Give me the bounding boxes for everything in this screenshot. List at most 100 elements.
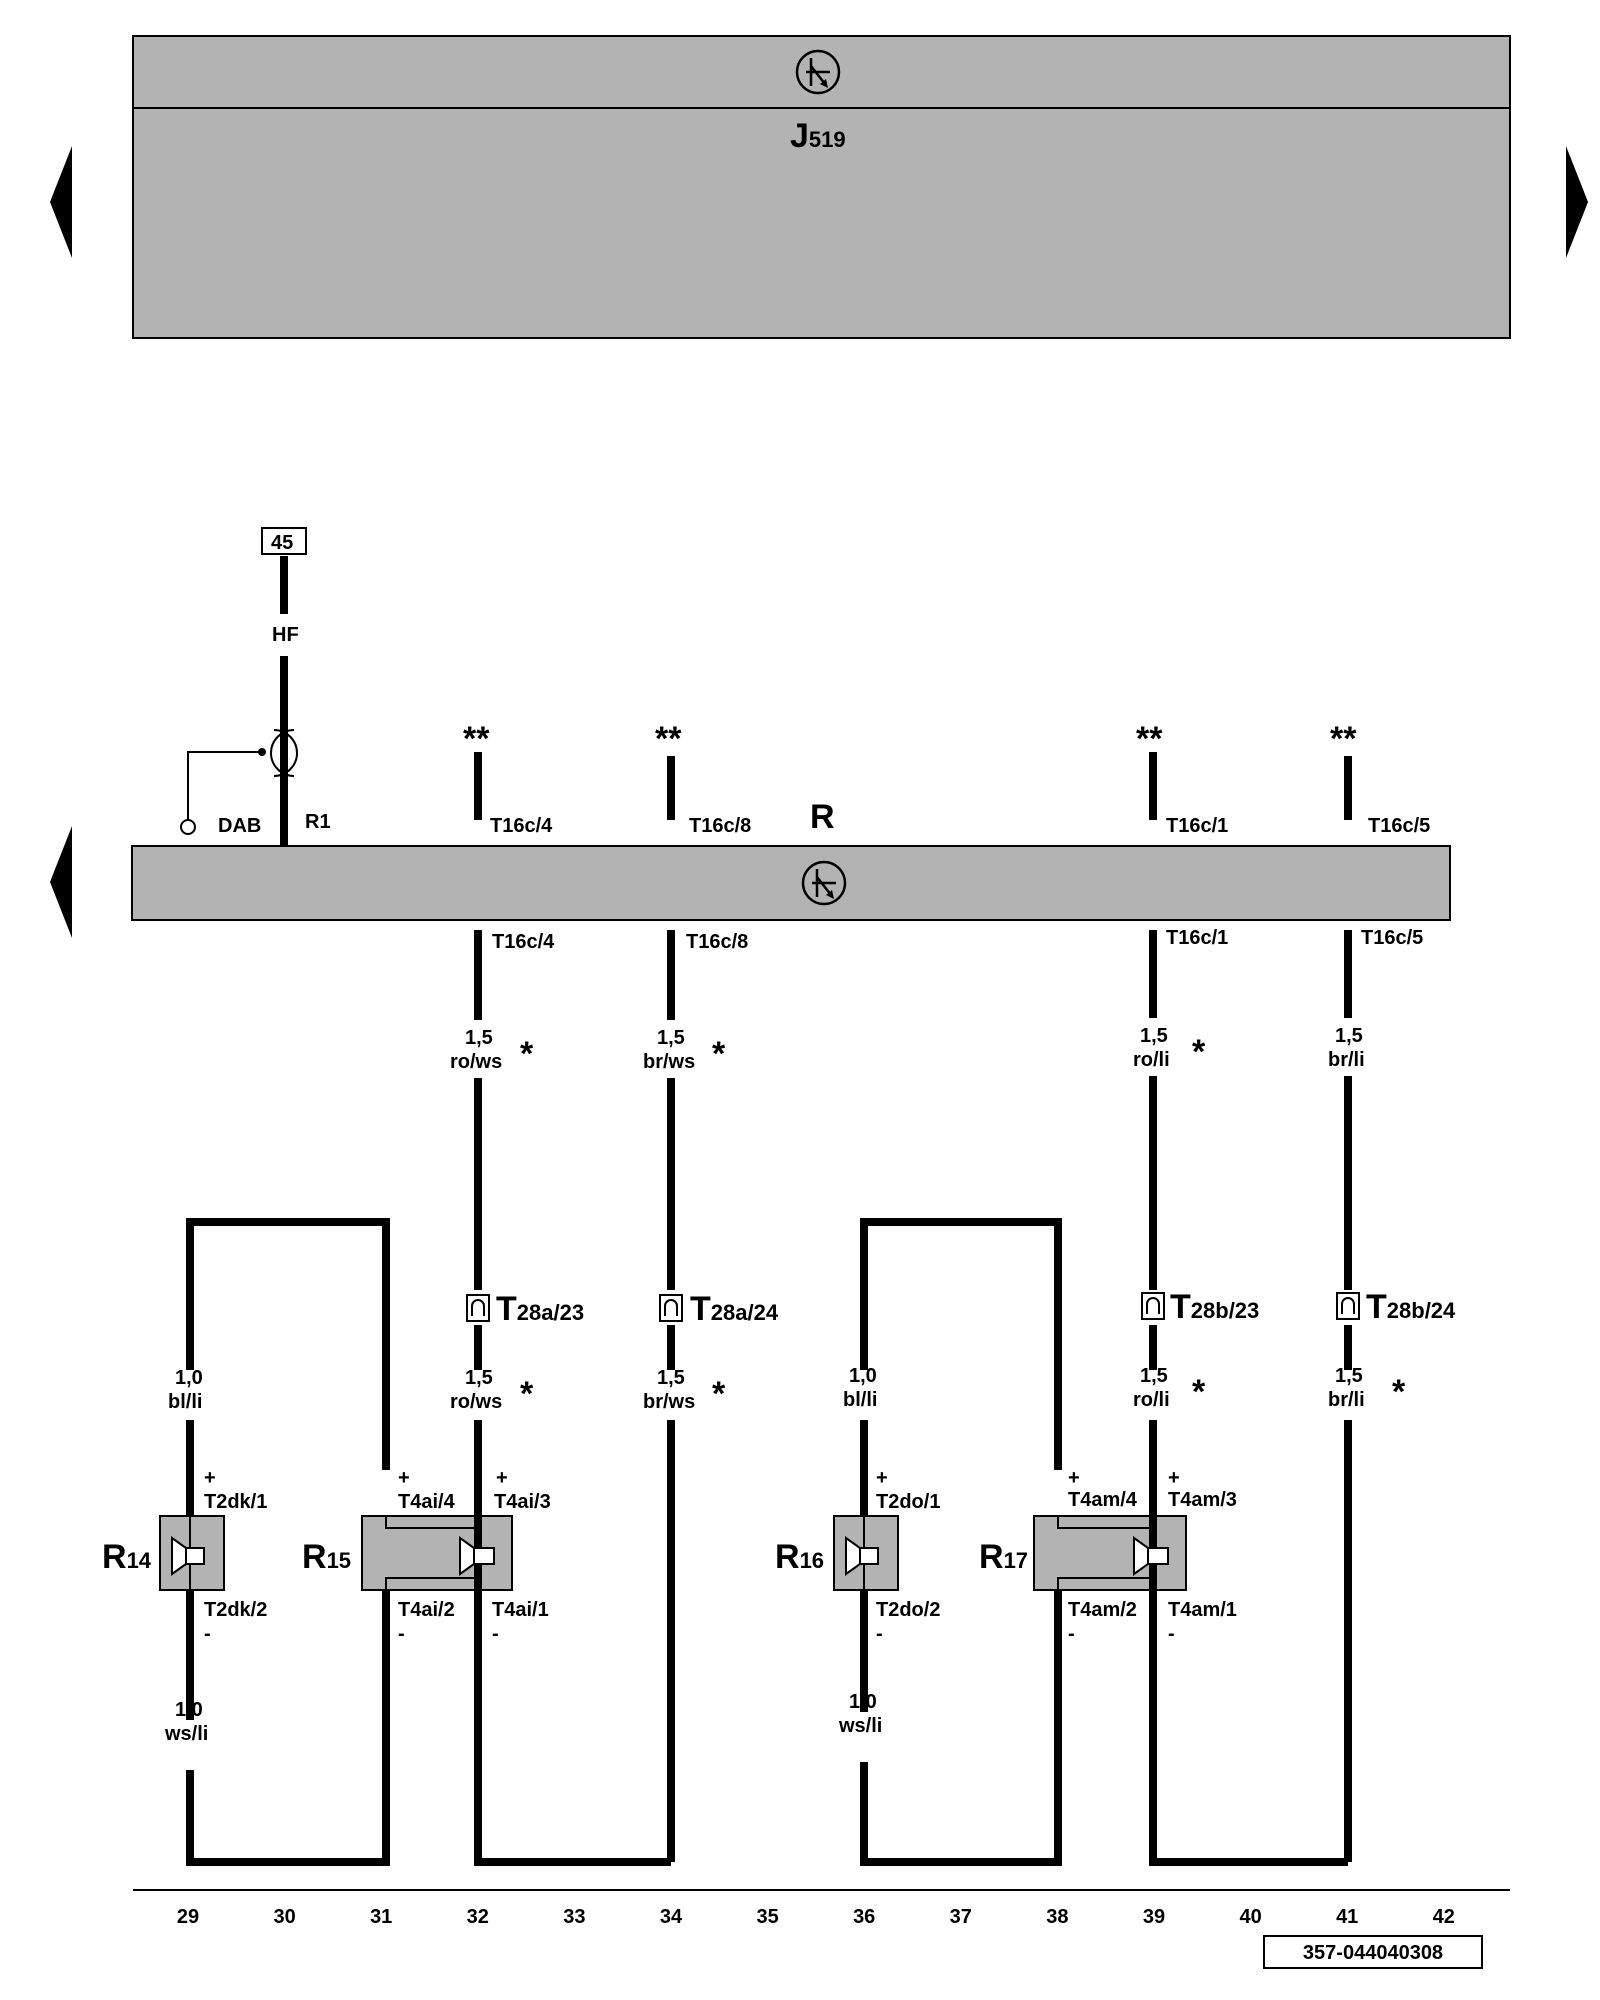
star-note: * — [1192, 1373, 1206, 1411]
speaker-r17-pin-plus-b: T4am/3 — [1168, 1489, 1237, 1511]
wire-color-label: br/ws — [643, 1051, 695, 1073]
pin-label-lower: T16c/1 — [1166, 927, 1228, 949]
wire-size-label: 1,5 — [657, 1367, 685, 1389]
wire-loop-32-34-bottom — [474, 1610, 671, 1866]
minus-sign: - — [1068, 1623, 1075, 1645]
track-number: 39 — [1143, 1906, 1165, 1928]
wire-color-label: br/ws — [643, 1391, 695, 1413]
track-number: 35 — [756, 1906, 778, 1928]
wire-color-label: ws/li — [164, 1723, 208, 1745]
speaker-r15-pin-minus-b: T4ai/1 — [492, 1599, 549, 1621]
wire-size-label: 1,5 — [1140, 1365, 1168, 1387]
connector-t28b-24-label: T28b/24 — [1366, 1288, 1456, 1326]
next-page-arrow-icon[interactable] — [1566, 146, 1588, 258]
pin-label-lower: T16c/8 — [686, 931, 748, 953]
track-number: 29 — [177, 1906, 199, 1928]
minus-sign: - — [492, 1623, 499, 1645]
star-marker-4: ** — [1330, 720, 1357, 758]
wire-size-label: 1,5 — [465, 1367, 493, 1389]
plus-sign: + — [1168, 1467, 1180, 1489]
star-marker-2: ** — [655, 720, 682, 758]
star-note: * — [1192, 1033, 1206, 1071]
star-note: * — [520, 1375, 534, 1413]
wire-loop-29-31-bottom — [186, 1610, 390, 1866]
track-number: 41 — [1336, 1906, 1358, 1928]
wire-size-label: 1,0 — [849, 1365, 877, 1387]
speaker-r15 — [361, 1470, 513, 1612]
wire-color-label: ro/ws — [450, 1391, 502, 1413]
wire-size-label: 1,0 — [849, 1691, 877, 1713]
connector-45-label: 45 — [271, 532, 293, 554]
speaker-r15-label: R15 — [302, 1538, 351, 1576]
wire-size-label: 1,5 — [465, 1027, 493, 1049]
radio-module-r — [131, 845, 1451, 921]
speaker-r14-pin-minus: T2dk/2 — [204, 1599, 267, 1621]
pin-label-upper: T16c/1 — [1166, 815, 1228, 837]
minus-sign: - — [204, 1623, 211, 1645]
pin-label-upper: T16c/5 — [1368, 815, 1430, 837]
speaker-r17-pin-plus-a: T4am/4 — [1068, 1489, 1138, 1511]
track-number: 40 — [1239, 1906, 1261, 1928]
wire-size-label: 1,0 — [175, 1699, 203, 1721]
connector-t28b-23-label: T28b/23 — [1170, 1288, 1259, 1326]
speaker-r16-label: R16 — [775, 1538, 824, 1576]
document-id: 357-044040308 — [1303, 1942, 1443, 1964]
wire-color-label: ro/li — [1133, 1389, 1170, 1411]
plus-sign: + — [876, 1467, 888, 1489]
connector-t28a-23-label: T28a/23 — [496, 1290, 584, 1328]
track-number: 32 — [467, 1906, 489, 1928]
wire-color-label: ro/ws — [450, 1051, 502, 1073]
module-j519-label: J519 — [790, 117, 846, 155]
speaker-r17 — [1033, 1468, 1187, 1612]
speaker-r14-pin-plus: T2dk/1 — [204, 1491, 267, 1513]
connector-t28b-23 — [1141, 1292, 1165, 1320]
hf-label: HF — [272, 624, 299, 646]
wire-color-label: bl/li — [168, 1391, 202, 1413]
track-number: 42 — [1433, 1906, 1455, 1928]
track-number: 34 — [660, 1906, 683, 1928]
plus-sign: + — [398, 1467, 410, 1489]
track-number: 38 — [1046, 1906, 1068, 1928]
speaker-r16-pin-plus: T2do/1 — [876, 1491, 940, 1513]
dab-label: DAB — [218, 815, 261, 837]
wire-size-label: 1,5 — [1335, 1025, 1363, 1047]
speaker-r17-pin-minus-a: T4am/2 — [1068, 1599, 1137, 1621]
connector-t28b-24 — [1336, 1292, 1360, 1320]
module-r-label: R — [810, 798, 835, 836]
document-id-box — [1263, 1935, 1483, 1969]
speaker-r15-pin-minus-a: T4ai/2 — [398, 1599, 455, 1621]
wire-color-label: ws/li — [838, 1715, 882, 1737]
star-note: * — [1392, 1373, 1406, 1411]
track-number: 33 — [563, 1906, 585, 1928]
connector-t28a-24-label: T28a/24 — [690, 1290, 779, 1328]
track-number: 37 — [950, 1906, 972, 1928]
minus-sign: - — [1168, 1623, 1175, 1645]
pin-label-lower: T16c/4 — [492, 931, 555, 953]
plus-sign: + — [204, 1467, 216, 1489]
speaker-r17-label: R17 — [979, 1538, 1028, 1576]
pin-label-upper: T16c/4 — [490, 815, 553, 837]
wire-size-label: 1,5 — [657, 1027, 685, 1049]
speaker-r15-pin-plus-a: T4ai/4 — [398, 1491, 456, 1513]
wire-color-label: br/li — [1328, 1049, 1365, 1071]
wire-size-label: 1,0 — [175, 1367, 203, 1389]
speaker-r17-pin-minus-b: T4am/1 — [1168, 1599, 1237, 1621]
previous-page-arrow-icon-lower[interactable] — [50, 826, 72, 938]
previous-page-arrow-icon[interactable] — [50, 146, 72, 258]
wire-loop-29-31-top — [186, 1218, 390, 1470]
minus-sign: - — [398, 1623, 405, 1645]
antenna-shield-icon — [180, 729, 298, 835]
star-note: * — [712, 1035, 726, 1073]
pin-label-lower: T16c/5 — [1361, 927, 1423, 949]
speaker-r14-label: R14 — [102, 1538, 152, 1576]
r1-label: R1 — [305, 811, 331, 833]
connector-t28a-23 — [466, 1294, 490, 1322]
loudspeaker-icon — [459, 1536, 495, 1576]
star-note: * — [712, 1375, 726, 1413]
speaker-r15-pin-plus-b: T4ai/3 — [494, 1491, 551, 1513]
electronic-symbol-icon — [801, 860, 847, 906]
loudspeaker-icon — [845, 1536, 879, 1576]
wire-color-label: br/li — [1328, 1389, 1365, 1411]
